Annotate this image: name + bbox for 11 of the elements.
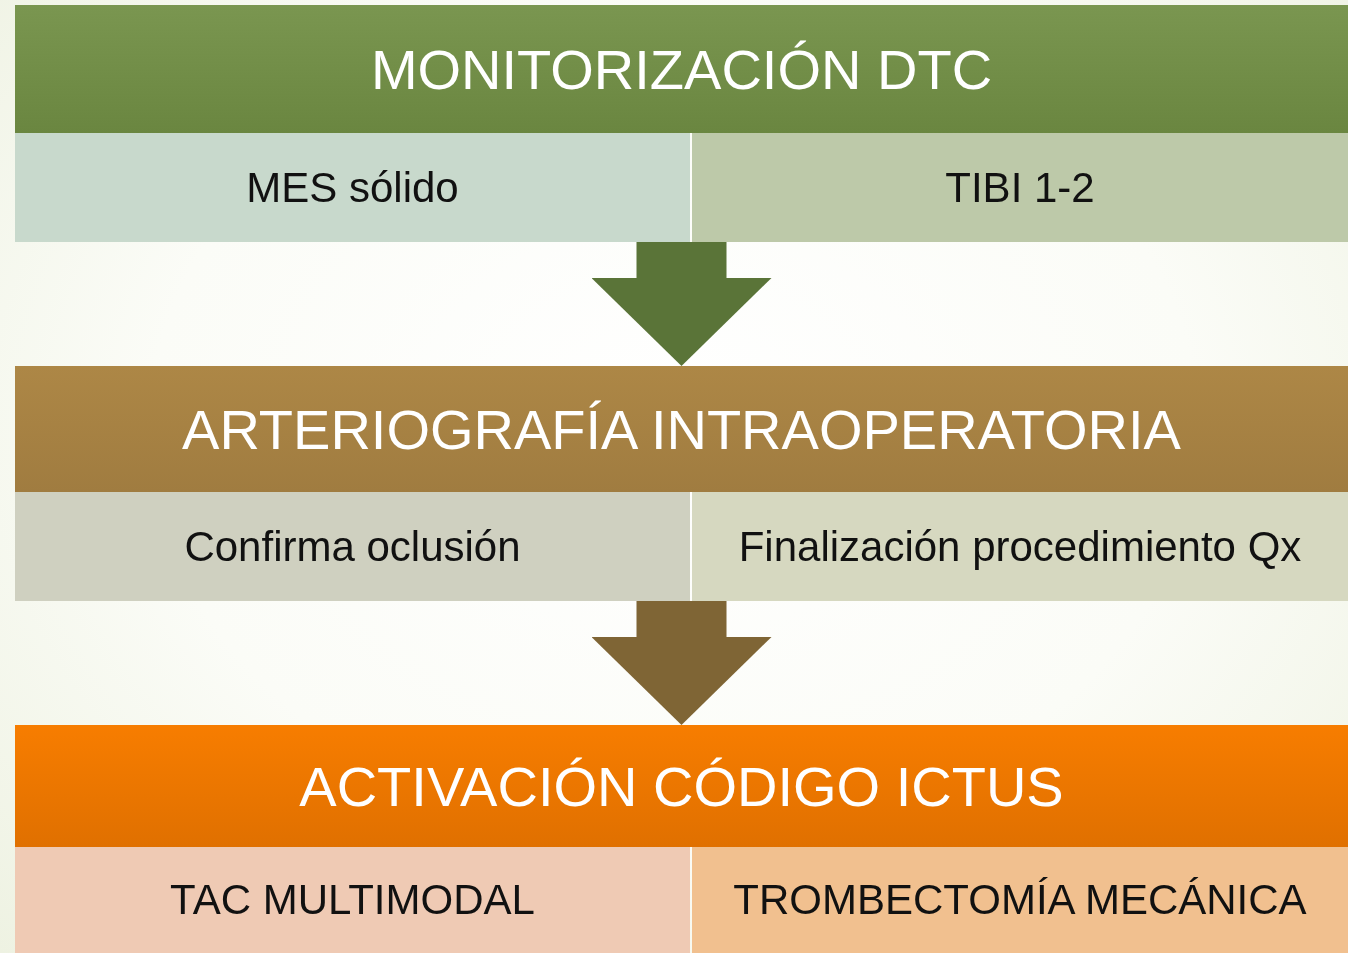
- text-panel: TAC MULTIMODAL: [15, 847, 690, 953]
- arrow: [591, 601, 772, 725]
- header-band: MONITORIZACIÓN DTC: [15, 5, 1348, 133]
- text-panel: TROMBECTOMÍA MECÁNICA: [692, 847, 1348, 953]
- arrow: [591, 242, 772, 366]
- text-panel: Finalización procedimiento Qx: [692, 492, 1348, 601]
- header-band: ARTERIOGRAFÍA INTRAOPERATORIA: [15, 366, 1348, 492]
- text-panel: Confirma oclusión: [15, 492, 690, 601]
- text-panel: MES sólido: [15, 133, 690, 242]
- text-panel: TIBI 1-2: [692, 133, 1348, 242]
- header-band: ACTIVACIÓN CÓDIGO ICTUS: [15, 725, 1348, 847]
